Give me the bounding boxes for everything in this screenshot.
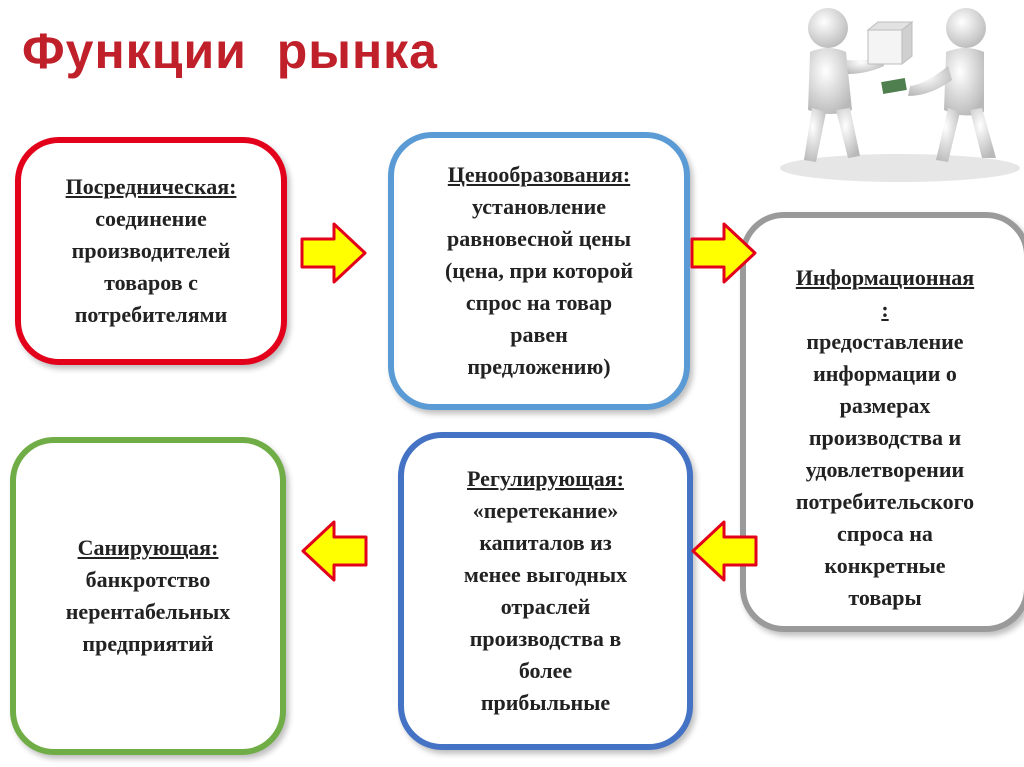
regulating-body: «перетекание» капиталов из менее выгодны…	[463, 498, 628, 715]
informational-heading: Информационная :	[795, 265, 975, 322]
informational-text: Информационная : предоставление информац…	[796, 230, 974, 614]
informational-body: предоставление информации о размерах про…	[795, 329, 975, 610]
arrow-right-icon	[690, 222, 757, 284]
pricing-body: установление равновесной цены (цена, при…	[444, 194, 634, 379]
intermediary-heading: Посредническая:	[65, 174, 237, 199]
sanitizing-heading: Санирующая:	[77, 535, 219, 560]
intermediary-body: соединение производителей товаров с потр…	[71, 206, 231, 327]
pricing-heading: Ценообразования:	[447, 162, 631, 187]
regulating-heading: Регулирующая:	[467, 466, 624, 491]
intermediary-function-box: Посредническая: соединение производителе…	[15, 137, 287, 365]
sanitizing-body: банкротство нерентабельных предприятий	[65, 567, 231, 656]
regulating-function-box: Регулирующая: «перетекание» капиталов из…	[398, 432, 693, 750]
two-figures-exchange-icon	[780, 8, 1020, 182]
sanitizing-function-box: Санирующая: банкротство нерентабельных п…	[10, 437, 286, 755]
arrow-left-icon	[301, 520, 368, 582]
arrow-left-icon	[691, 520, 758, 582]
informational-function-box: Информационная : предоставление информац…	[740, 212, 1024, 632]
arrow-right-icon	[300, 222, 367, 284]
page-title: Функции рынка	[22, 23, 438, 79]
pricing-function-box: Ценообразования: установление равновесно…	[388, 132, 690, 410]
